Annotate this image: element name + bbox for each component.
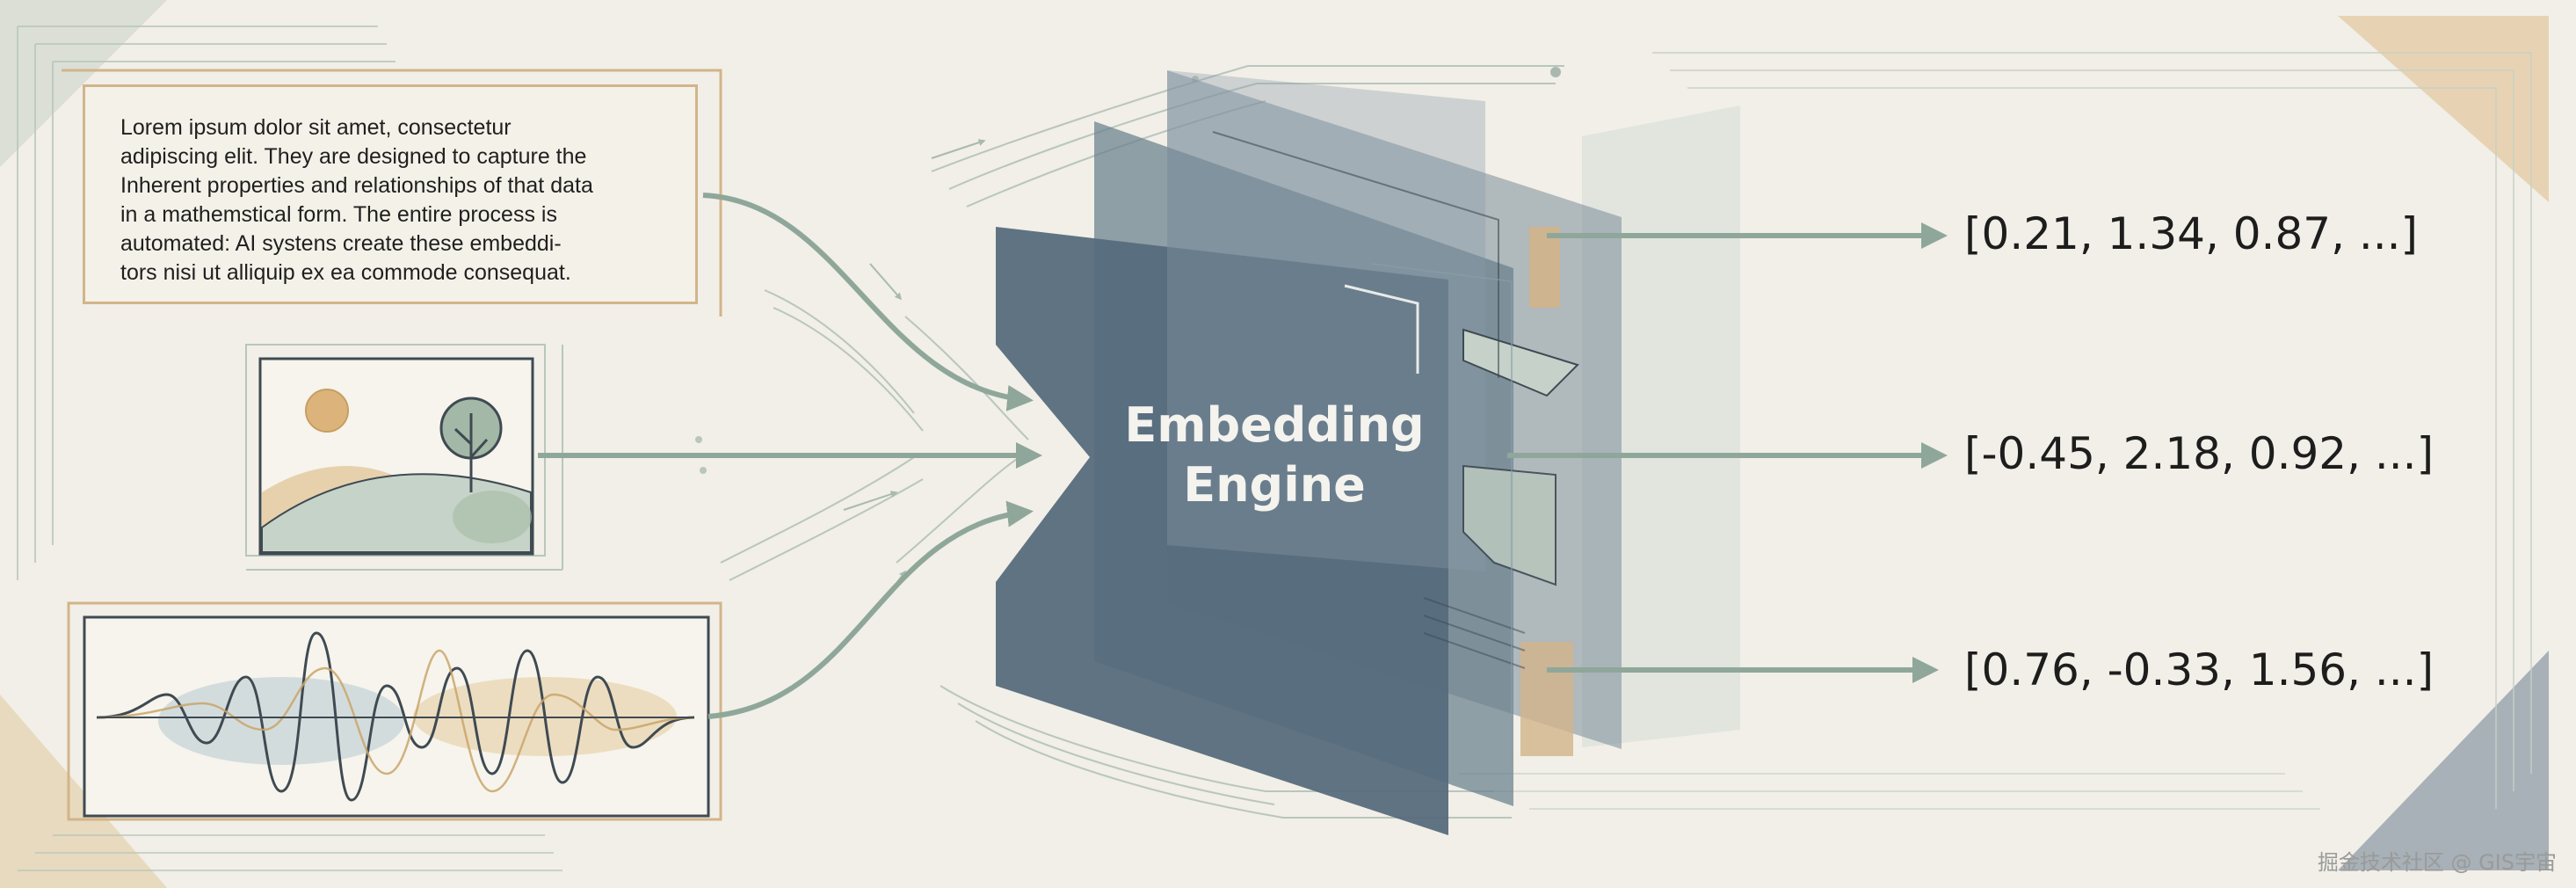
text-input-card: Lorem ipsum dolor sit amet, consectetur … — [83, 84, 698, 304]
embedding-engine-label: Embedding Engine — [1094, 396, 1455, 515]
vector-output-3: [0.76, -0.33, 1.56, ...] — [1964, 644, 2527, 695]
audio-input-card — [69, 603, 721, 819]
text-input-body: Lorem ipsum dolor sit amet, consectetur … — [120, 113, 683, 288]
image-input-card — [246, 345, 562, 570]
vector-output-2: [-0.45, 2.18, 0.92, ...] — [1964, 428, 2527, 479]
sun-icon — [306, 389, 348, 432]
arrow-icon — [708, 512, 1028, 717]
watermark: 掘金技术社区 @ GIS宇宙 — [2318, 845, 2557, 876]
vector-output-1: [0.21, 1.34, 0.87, ...] — [1964, 208, 2527, 259]
